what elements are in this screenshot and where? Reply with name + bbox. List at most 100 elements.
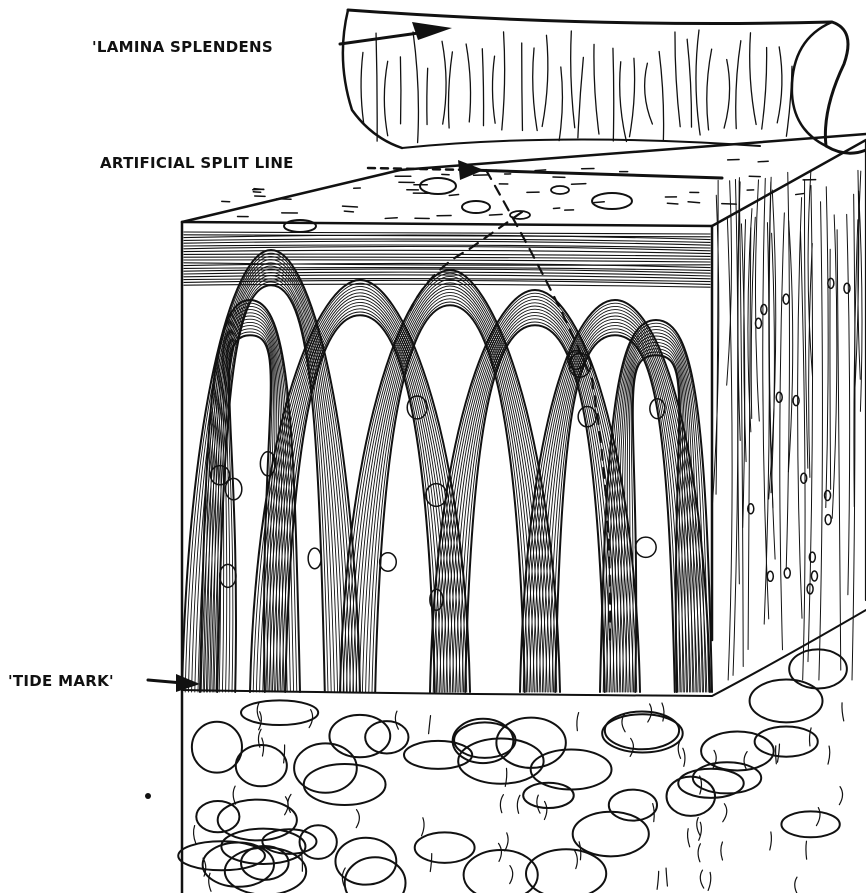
calcified-strand: [699, 822, 702, 840]
calcified-strand: [697, 818, 700, 836]
sheet-fibre-stroke: [659, 51, 663, 139]
tide-mark-label: 'TIDE MARK': [8, 672, 114, 690]
arcade-fibre: [462, 322, 608, 692]
sheet-fibre-stroke: [724, 60, 729, 129]
sheet-fibre-stroke: [376, 33, 377, 141]
surface-dash: [572, 184, 586, 185]
calcified-strand: [517, 795, 520, 813]
lamina-splendens-label: 'LAMINA SPLENDENS: [92, 38, 273, 56]
calcified-strand: [356, 810, 359, 828]
sheet-fibre-stroke: [736, 41, 741, 129]
sheet-fibre-stroke: [482, 49, 483, 126]
sheet-fibre-stroke: [629, 58, 634, 136]
calcified-strand: [505, 833, 508, 851]
right-face-cell: [755, 318, 761, 328]
calcified-strand: [648, 704, 652, 722]
calcified-strand: [430, 854, 431, 872]
sheet-fibre-stroke: [786, 66, 792, 136]
calcified-strand: [510, 866, 513, 884]
artificial-split-line-label: ARTIFICIAL SPLIT LINE: [100, 154, 294, 172]
sheet-fibre-stroke: [502, 32, 505, 130]
right-face-fibre: [764, 223, 769, 624]
right-face-cell: [825, 490, 831, 500]
surface-dash: [535, 170, 546, 171]
sheet-fibre-stroke: [466, 44, 470, 122]
calcified-nodule: [236, 745, 287, 786]
surface-dash: [758, 161, 768, 162]
calcified-strand: [666, 868, 667, 886]
calcified-strand: [700, 870, 703, 888]
calcified-nodule: [693, 762, 761, 793]
sheet-fibre-stroke: [448, 52, 452, 128]
arcade-fibre: [343, 273, 557, 692]
calcified-nodule: [755, 726, 818, 756]
arcade-fibre: [372, 302, 528, 692]
right-face-cell: [793, 396, 799, 406]
arcade-fibre: [375, 305, 525, 692]
right-face-cell: [801, 473, 807, 483]
calcified-strand: [723, 804, 727, 822]
block-top-surface: [182, 134, 866, 232]
calcified-strand: [577, 713, 579, 731]
calcified-strand: [422, 818, 425, 836]
calcified-strand: [688, 829, 690, 847]
right-face-fibre: [832, 215, 837, 518]
calcified-strand: [233, 786, 235, 804]
stray-dot: [145, 793, 151, 799]
calcified-nodule: [415, 832, 475, 862]
surface-dash: [385, 218, 397, 219]
calcified-strand: [429, 716, 431, 734]
sheet-fibre-stroke: [384, 61, 387, 136]
calcified-nodule: [781, 811, 839, 837]
right-face-fibre: [751, 217, 755, 418]
sheet-fibre-stroke: [620, 62, 627, 142]
sheet-fibre-stroke: [594, 44, 599, 134]
calcified-strand: [678, 740, 680, 758]
calcified-strand: [194, 826, 196, 844]
surface-dash: [254, 189, 264, 190]
chondrocyte-lacuna: [380, 553, 397, 572]
calcified-strand: [262, 738, 264, 756]
surface-dash: [796, 194, 804, 195]
arcade-fibre: [459, 319, 611, 692]
calcified-strand: [778, 744, 780, 762]
arcade-fibre: [279, 309, 441, 692]
calcified-nodule: [602, 714, 683, 752]
sheet-fibre-stroke: [427, 68, 428, 124]
calcified-strand: [683, 748, 685, 766]
sheet-fibre-stroke: [542, 35, 548, 126]
sheet-fibre-stroke: [559, 67, 562, 141]
sheet-fibre-stroke: [413, 32, 418, 143]
right-face-cell: [811, 571, 817, 581]
calcified-nodule: [404, 741, 472, 769]
surface-dash: [722, 204, 736, 205]
sheet-fibre-stroke: [533, 48, 537, 131]
chondrocyte-lacuna: [220, 564, 236, 587]
calcified-strand: [770, 832, 772, 850]
calcified-nodule: [241, 700, 318, 725]
right-face-cell: [828, 278, 834, 288]
calcified-strand: [806, 841, 807, 859]
sheet-fibre-stroke: [675, 32, 680, 127]
sheet-fibre-stroke: [762, 48, 767, 129]
collagen-fibre-arcades: [182, 250, 712, 692]
surface-dash: [489, 214, 502, 215]
chondrocyte-lacuna: [635, 537, 656, 557]
block-right-face: [712, 140, 866, 680]
calcified-nodule: [605, 711, 679, 749]
calcified-strand: [816, 808, 820, 826]
right-face-cell: [784, 568, 790, 578]
calcified-strand: [575, 851, 578, 869]
right-face-fibre: [755, 180, 759, 421]
sheet-fibre-stroke: [492, 56, 495, 123]
calcified-strand: [839, 787, 842, 805]
sheet-fibre-stroke: [696, 30, 700, 135]
surface-dash: [343, 206, 358, 207]
sheet-fibre-stroke: [613, 48, 614, 141]
sheet-fibre-stroke: [361, 52, 364, 122]
right-face-cell: [776, 392, 782, 402]
sheet-fibre-stroke: [687, 39, 691, 127]
calcified-strand: [537, 795, 540, 813]
